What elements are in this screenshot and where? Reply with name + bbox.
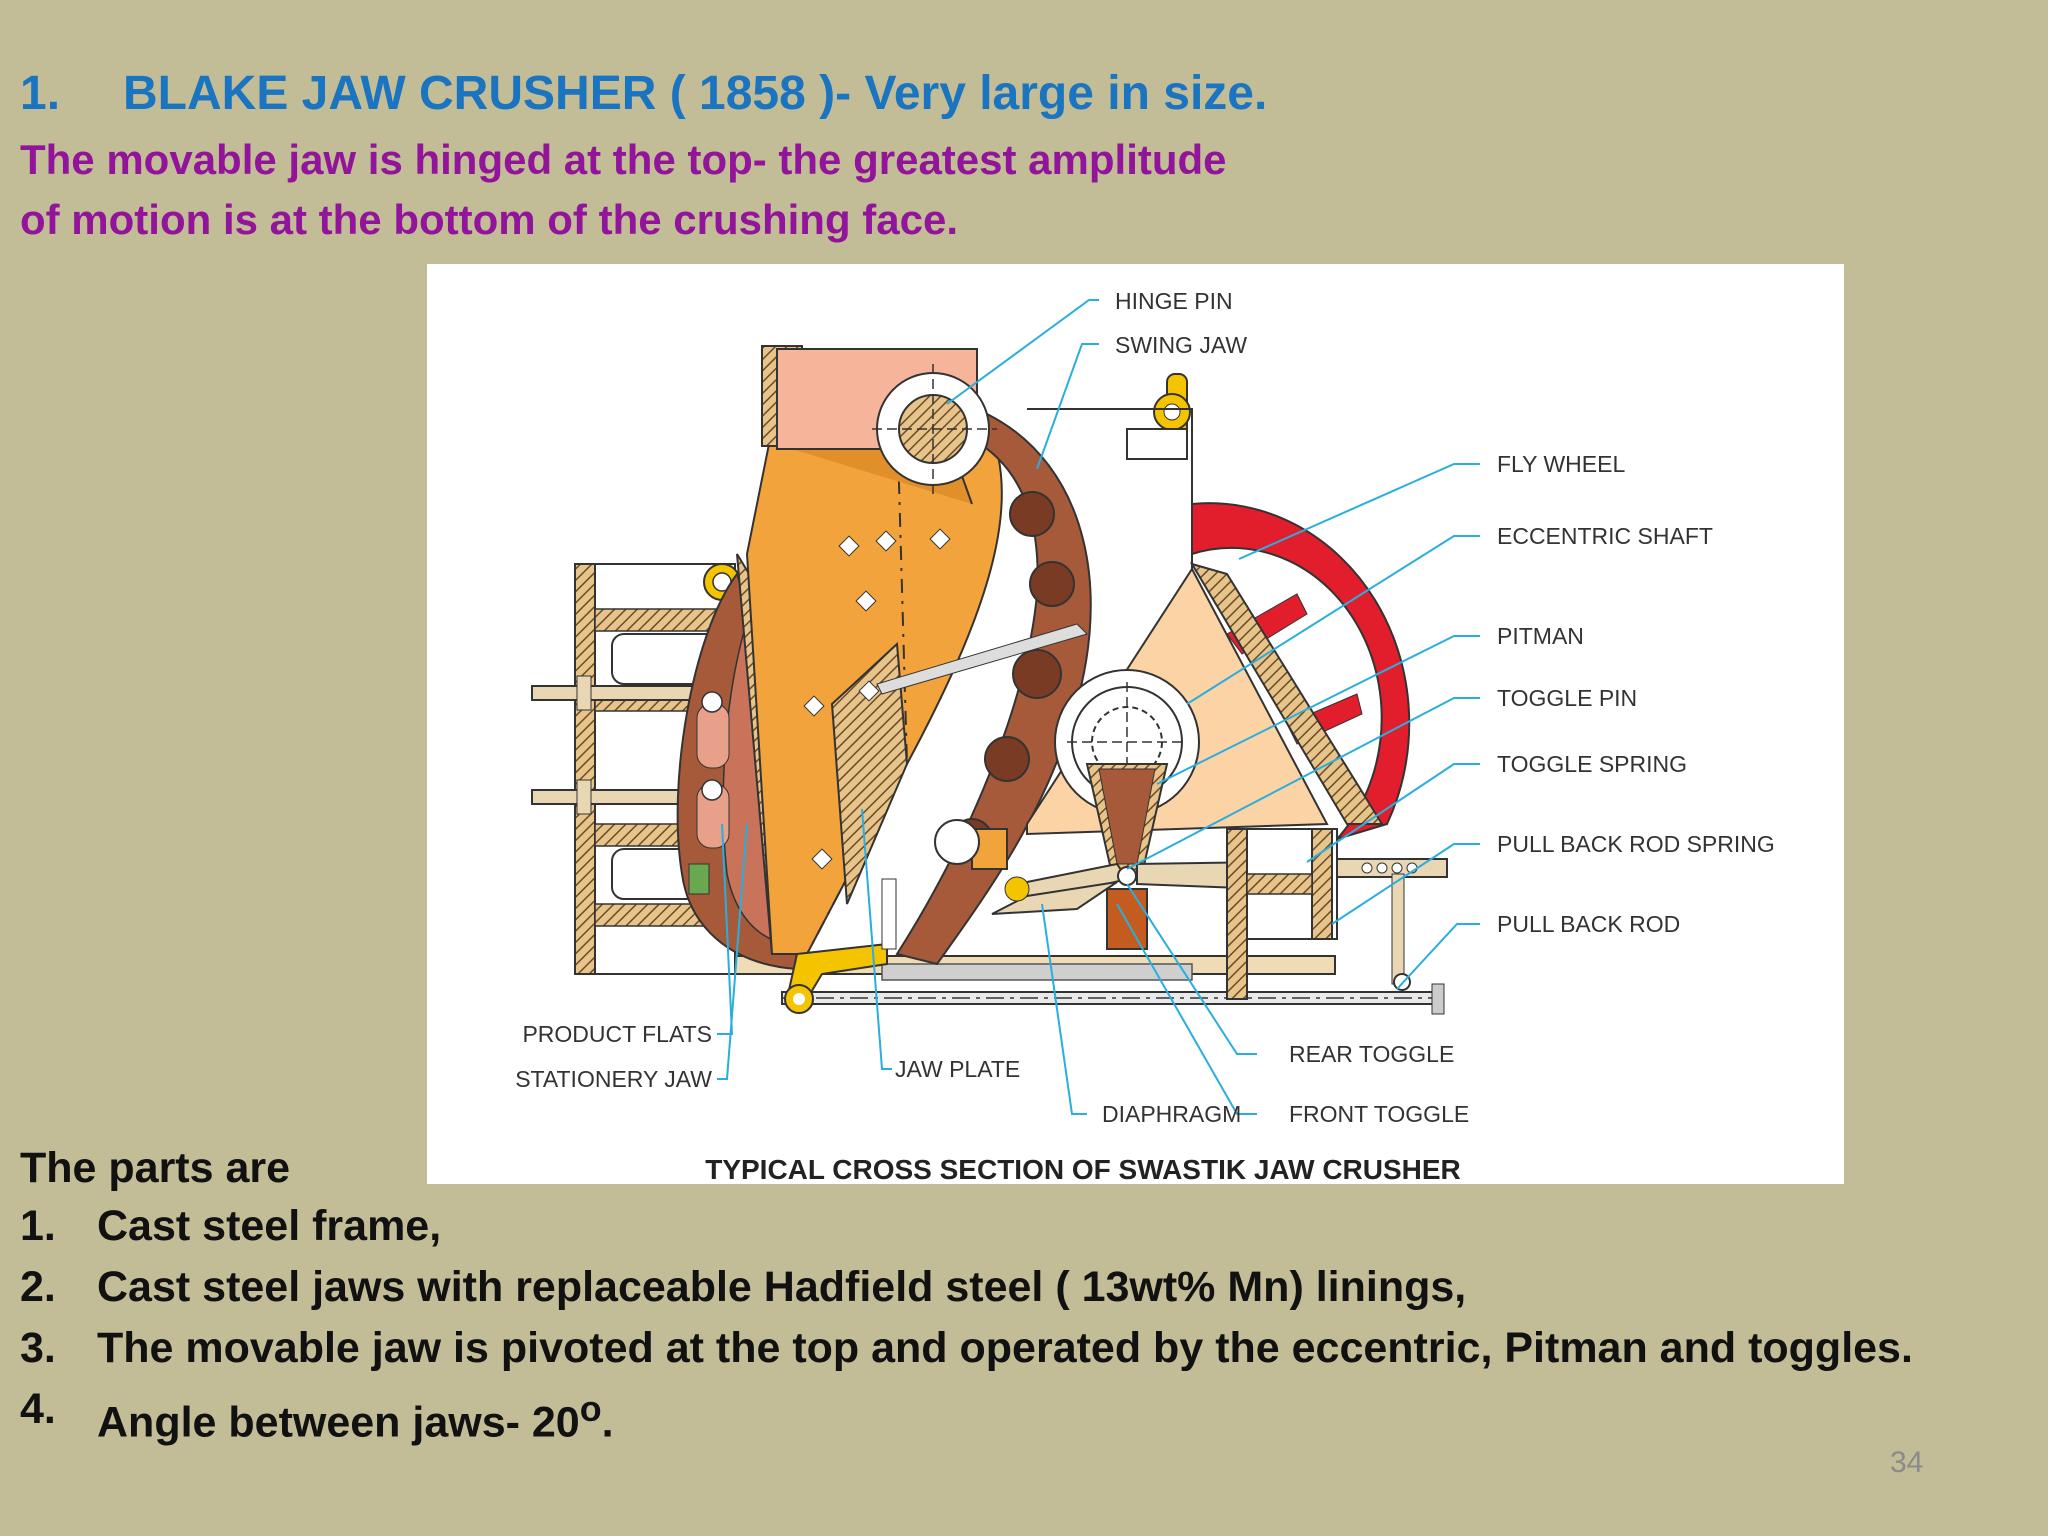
- label-front-toggle: FRONT TOGGLE: [1289, 1101, 1469, 1127]
- label-pitman: PITMAN: [1497, 623, 1584, 649]
- list-item: 4. Angle between jaws- 20o.: [20, 1379, 1992, 1453]
- jaw-crusher-figure: HINGE PIN SWING JAW FLY WHEEL ECCENTRIC …: [427, 264, 1844, 1184]
- list-item: 3. The movable jaw is pivoted at the top…: [20, 1318, 1992, 1379]
- description-line-1: The movable jaw is hinged at the top- th…: [20, 136, 1227, 183]
- discharge-bracket: [784, 878, 897, 1014]
- list-item-text: The movable jaw is pivoted at the top an…: [97, 1324, 1913, 1372]
- label-toggle-pin: TOGGLE PIN: [1497, 685, 1637, 711]
- list-item: 2. Cast steel jaws with replaceable Hadf…: [20, 1257, 1992, 1318]
- hinge-pin-housing: [761, 345, 997, 494]
- list-item-text: Cast steel frame,: [97, 1202, 442, 1250]
- swing-jaw-liner: [876, 412, 1092, 966]
- leader-lines: [717, 299, 1480, 1115]
- list-item: 1. Cast steel frame,: [20, 1196, 1992, 1257]
- label-stationery-jaw: STATIONERY JAW: [515, 1066, 712, 1092]
- label-diaphragm: DIAPHRAGM: [1102, 1101, 1241, 1127]
- label-swing-jaw: SWING JAW: [1115, 332, 1247, 358]
- toggle-assembly: [934, 819, 1448, 1000]
- list-item-text: Cast steel jaws with replaceable Hadfiel…: [97, 1263, 1467, 1311]
- figure-caption: TYPICAL CROSS SECTION OF SWASTIK JAW CRU…: [705, 1154, 1461, 1184]
- angle-suffix: .: [601, 1398, 614, 1447]
- label-rear-toggle: REAR TOGGLE: [1289, 1041, 1454, 1067]
- list-item-number: 4.: [20, 1385, 56, 1433]
- list-item-number: 2.: [20, 1263, 56, 1311]
- pitman: [1026, 562, 1384, 875]
- swing-jaw: [745, 402, 1003, 955]
- list-item-text: Angle between jaws- 20o.: [97, 1379, 1992, 1453]
- label-toggle-spring: TOGGLE SPRING: [1497, 751, 1687, 777]
- list-item-number: 1.: [20, 1202, 56, 1250]
- label-jaw-plate: JAW PLATE: [895, 1056, 1020, 1082]
- angle-text: Angle between jaws- 20: [97, 1398, 580, 1447]
- parts-title: The parts are: [20, 1144, 291, 1192]
- parts-list: 1. Cast steel frame, 2. Cast steel jaws …: [20, 1196, 1992, 1453]
- description-line-2: of motion is at the bottom of the crushi…: [20, 196, 959, 243]
- heading-number: 1.: [20, 67, 61, 120]
- label-product-flats: PRODUCT FLATS: [522, 1021, 712, 1047]
- label-fly-wheel: FLY WHEEL: [1497, 451, 1625, 477]
- degree-superscript: o: [579, 1389, 602, 1429]
- label-pull-back-rod-spring: PULL BACK ROD SPRING: [1497, 831, 1775, 857]
- label-hinge-pin: HINGE PIN: [1115, 288, 1233, 314]
- heading-text: BLAKE JAW CRUSHER ( 1858 )- Very large i…: [123, 67, 1268, 120]
- label-eccentric-shaft: ECCENTRIC SHAFT: [1497, 523, 1713, 549]
- slide-number: 34: [1890, 1446, 1924, 1479]
- slide-heading: 1. BLAKE JAW CRUSHER ( 1858 )- Very large…: [20, 66, 1267, 121]
- label-pull-back-rod: PULL BACK ROD: [1497, 911, 1680, 937]
- list-item-number: 3.: [20, 1324, 56, 1372]
